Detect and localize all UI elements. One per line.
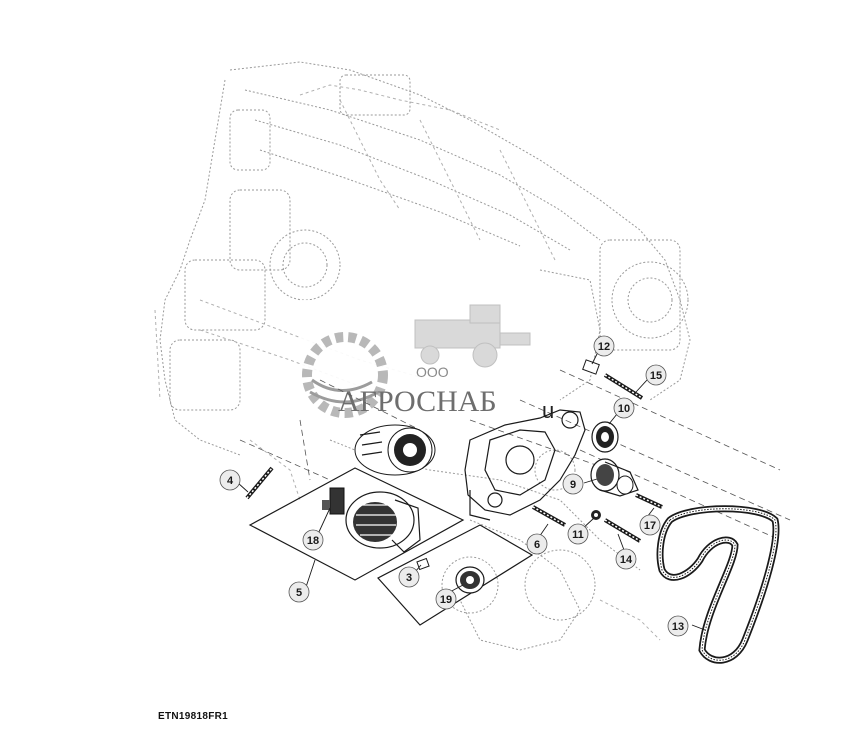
idler-pulley-10	[591, 421, 619, 453]
callout-label: 4	[227, 475, 234, 487]
callout-label: 13	[672, 621, 684, 633]
callout-label: 12	[598, 341, 610, 353]
assembly-guides	[239, 369, 791, 541]
callout-label: 17	[644, 520, 656, 532]
callout-bubble	[667, 615, 689, 637]
bolt-12	[582, 359, 600, 375]
watermark: ООО АГРОСНАБ u	[300, 300, 554, 430]
callout-bubble	[562, 473, 584, 495]
callout-label: 10	[618, 403, 630, 415]
callout-5: 5	[288, 581, 310, 603]
callout-11: 11	[567, 523, 589, 545]
callout-6: 6	[526, 533, 548, 555]
alternator-kit-frame	[248, 467, 534, 626]
callout-bubble	[613, 397, 635, 419]
watermark-tail: u	[542, 398, 554, 423]
callout-19: 19	[435, 588, 457, 610]
bolt-6	[532, 505, 566, 527]
callout-bubble	[593, 335, 615, 357]
callout-label: 19	[440, 594, 452, 606]
callout-bubble	[567, 523, 589, 545]
bolt-4	[245, 466, 274, 500]
tensioner-bracket	[464, 409, 586, 521]
callout-4: 4	[219, 469, 241, 491]
callout-label: 5	[296, 587, 302, 599]
tensioner-assembly-9	[590, 458, 639, 497]
harvester-logo-icon	[414, 304, 531, 368]
drive-belt-13	[656, 505, 780, 664]
callout-17: 17	[639, 514, 661, 536]
bolt-15	[603, 373, 644, 400]
bolt-17	[635, 493, 663, 509]
callout-bubble	[526, 533, 548, 555]
alternator-reference	[354, 424, 436, 476]
callout-label: 3	[406, 572, 412, 584]
callout-label: 18	[307, 535, 319, 547]
washer-11	[591, 510, 601, 520]
figure-id: ETN19818FR1	[158, 711, 228, 722]
callout-layer: 3 4 5 6 9 10 11 12 13 14 15 17 18 19	[219, 335, 689, 637]
callout-label: 9	[570, 479, 576, 491]
callout-bubble	[435, 588, 457, 610]
bolt-14	[603, 518, 642, 543]
alternator-18	[322, 487, 421, 553]
callout-bubble	[288, 581, 310, 603]
callout-label: 14	[620, 554, 633, 566]
callout-10: 10	[613, 397, 635, 419]
callout-bubble	[639, 514, 661, 536]
callout-bubble	[398, 566, 420, 588]
callout-12: 12	[593, 335, 615, 357]
callout-14: 14	[615, 548, 637, 570]
callout-15: 15	[645, 364, 667, 386]
callout-9: 9	[562, 473, 584, 495]
watermark-prefix: ООО	[416, 364, 449, 380]
callout-label: 15	[650, 370, 662, 382]
callout-label: 11	[572, 529, 584, 541]
callout-bubble	[219, 469, 241, 491]
callout-13: 13	[667, 615, 689, 637]
alternator-pulley-19	[455, 566, 485, 594]
callout-bubble	[302, 529, 324, 551]
watermark-name: АГРОСНАБ	[338, 385, 497, 418]
callout-18: 18	[302, 529, 324, 551]
callout-bubble	[645, 364, 667, 386]
callout-label: 6	[534, 539, 540, 551]
callout-bubble	[615, 548, 637, 570]
callout-3: 3	[398, 566, 420, 588]
